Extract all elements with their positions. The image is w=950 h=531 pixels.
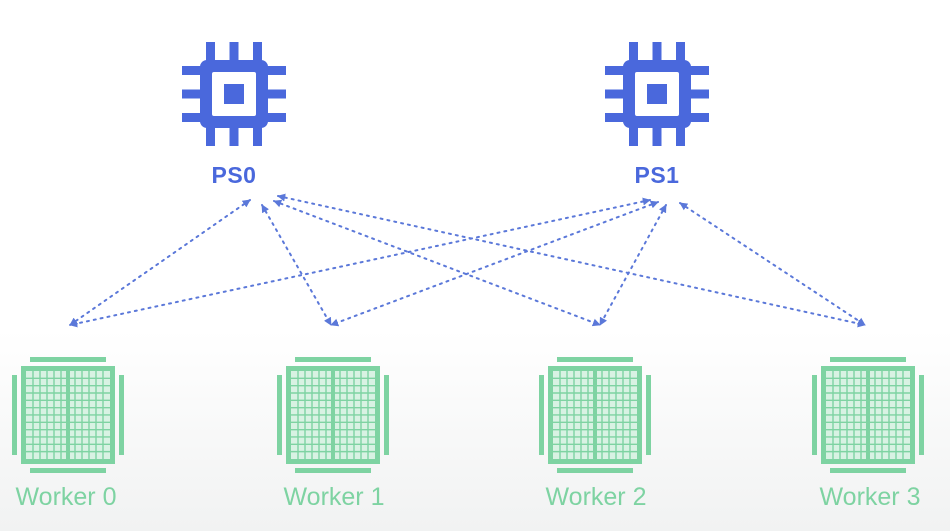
worker-2-label: Worker 2 [545,483,647,511]
tpu-board-icon [277,357,389,473]
worker-3-label: Worker 3 [819,483,921,511]
ps0-label: PS0 [211,162,257,188]
worker-0-label: Worker 0 [15,483,117,511]
ps1-label: PS1 [634,162,680,188]
link-ps1-w2 [599,204,667,326]
link-ps1-w3 [679,202,866,326]
tpu-board-icon [12,357,124,473]
worker-1-label: Worker 1 [283,483,385,511]
tpu-board-icon [539,357,651,473]
tpu-board-icon [812,357,924,473]
